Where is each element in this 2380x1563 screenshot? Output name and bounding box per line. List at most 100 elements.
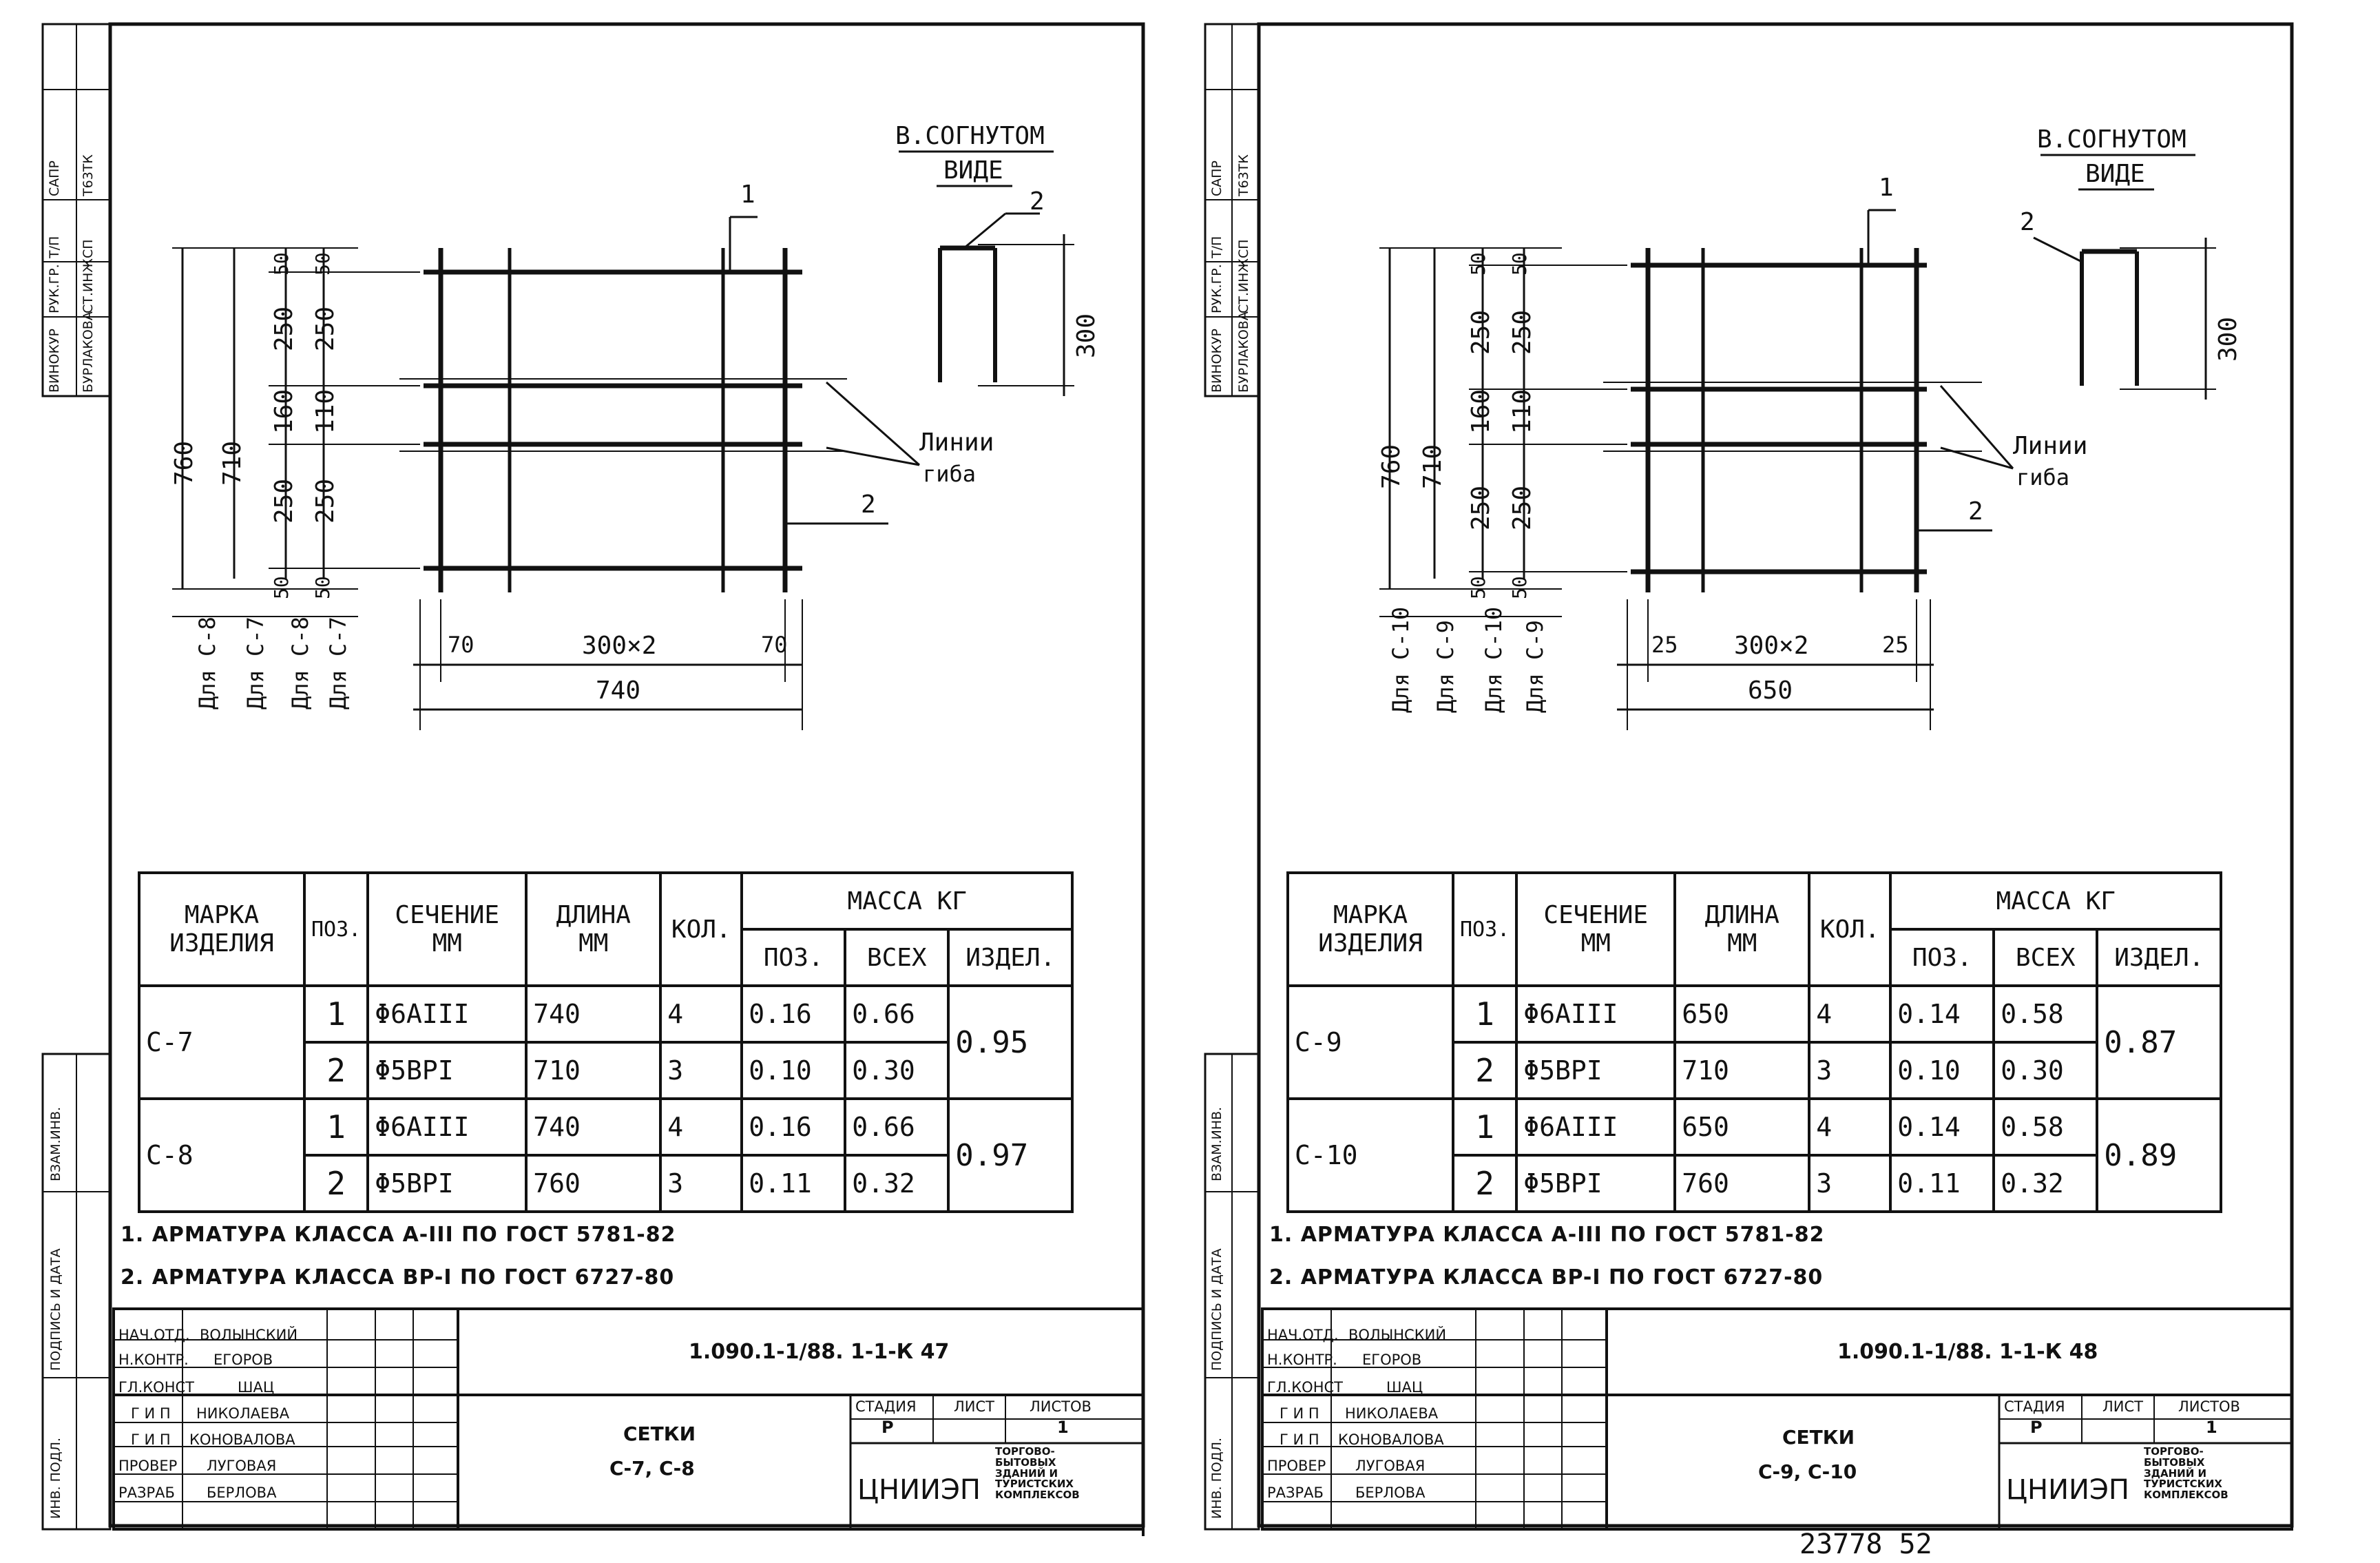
- dimension-label: 250: [1508, 309, 1536, 355]
- qty-cell: 4: [1808, 1097, 1892, 1157]
- header-mass: МАССА КГ: [740, 871, 1074, 931]
- tb-role: РАЗРАБ: [1267, 1484, 1324, 1501]
- side-label: СП: [81, 239, 96, 258]
- length-cell: 760: [525, 1154, 662, 1213]
- table-row: 2 Φ5BPI 760 3 0.11 0.32: [1288, 1154, 2221, 1213]
- section-cell: Φ6AIII: [366, 984, 528, 1044]
- side-label: СТ.ИНЖ: [1236, 258, 1251, 313]
- drawing-sheet-2: САПР Т63ТК Т/П СП РУК.ГР. СТ.ИНЖ ВИНОКУР…: [1190, 0, 2380, 1563]
- dimension-label: 710: [1419, 444, 1447, 489]
- tb-name: ЕГОРОВ: [1362, 1352, 1422, 1368]
- position-label: 2: [2020, 208, 2035, 236]
- for-mark-label: Для С-7: [242, 617, 269, 710]
- dimension-label: 760: [170, 440, 198, 486]
- note-2: 2. АРМАТУРА КЛАССА BP-I ПО ГОСТ 6727-80: [1269, 1265, 1824, 1290]
- dimension-label: 250: [270, 306, 298, 351]
- tb-sheet-header: ЛИСТ: [954, 1398, 994, 1415]
- tb-stage: Р: [881, 1418, 894, 1437]
- tb-role: НАЧ.ОТД.: [1267, 1327, 1339, 1343]
- header-mass-pos: ПОЗ.: [740, 928, 847, 987]
- tb-name: НИКОЛАЕВА: [1345, 1405, 1439, 1422]
- tb-name: ШАЦ: [238, 1379, 275, 1396]
- dimension-label: 70: [761, 632, 788, 658]
- tb-role: Г И П: [131, 1405, 171, 1422]
- mass-product-cell: 0.95: [947, 984, 1074, 1100]
- mass-all-cell: 0.66: [844, 984, 950, 1044]
- for-mark-label: Для С-8: [287, 617, 313, 710]
- mass-all-cell: 0.32: [844, 1154, 950, 1213]
- dimension-label: 300: [1072, 313, 1100, 358]
- position-label: 2: [861, 490, 876, 519]
- for-mark-label: Для С-9: [1432, 620, 1459, 713]
- dimension-label: 760: [1377, 444, 1406, 489]
- document-code: 1.090.1-1/88. 1-1-К 48: [1837, 1340, 2098, 1364]
- tb-name: ЛУГОВАЯ: [207, 1458, 277, 1474]
- archive-number: 23778 52: [1799, 1529, 1932, 1560]
- tb-role: НАЧ.ОТД.: [118, 1327, 190, 1343]
- side-label: Т63ТК: [1236, 154, 1251, 196]
- tb-role: ПРОВЕР: [1267, 1458, 1326, 1474]
- dimension-label: 50: [1467, 576, 1490, 599]
- tb-stage-header: СТАДИЯ: [855, 1398, 917, 1415]
- dimension-label: 50: [1508, 252, 1531, 276]
- qty-cell: 4: [659, 984, 744, 1044]
- dimension-label: 50: [1467, 252, 1490, 276]
- document-code: 1.090.1-1/88. 1-1-К 47: [689, 1340, 950, 1364]
- dimension-label: 160: [1467, 389, 1495, 434]
- dimension-label: 50: [270, 576, 293, 599]
- pos-cell: 2: [302, 1041, 370, 1100]
- mass-all-cell: 0.66: [844, 1097, 950, 1157]
- side-label: ПОДПИСЬ И ДАТА: [48, 1248, 63, 1371]
- tb-role: РАЗРАБ: [118, 1484, 175, 1501]
- qty-cell: 4: [1808, 984, 1892, 1044]
- mark-cell: С-7: [138, 984, 306, 1100]
- section-cell: Φ6AIII: [366, 1097, 528, 1157]
- mass-pos-cell: 0.11: [740, 1154, 847, 1213]
- pos-cell: 2: [302, 1154, 370, 1213]
- organization-description: ТОРГОВО- БЫТОВЫХ ЗДАНИЙ И ТУРИСТСКИХ КОМ…: [2144, 1445, 2228, 1501]
- mark-cell: С-8: [138, 1097, 306, 1213]
- side-label: Т/П: [1209, 236, 1224, 258]
- dimension-label: 250: [270, 478, 298, 524]
- header-mass-product: ИЗДЕЛ.: [947, 928, 1074, 987]
- dimension-label: 50: [270, 252, 293, 276]
- dimension-label: 300: [2214, 316, 2242, 362]
- side-label: САПР: [1209, 160, 1224, 196]
- pos-cell: 2: [1451, 1041, 1518, 1100]
- position-label: 2: [1030, 187, 1045, 216]
- tb-role: Г И П: [1280, 1431, 1319, 1448]
- side-label: ВЗАМ.ИНВ.: [1209, 1106, 1224, 1181]
- mass-pos-cell: 0.10: [740, 1041, 847, 1100]
- mass-product-cell: 0.89: [2096, 1097, 2223, 1213]
- dimension-label: 250: [1467, 485, 1495, 530]
- mass-pos-cell: 0.14: [1889, 984, 1996, 1044]
- section-cell: Φ5BPI: [1515, 1154, 1677, 1213]
- length-cell: 650: [1673, 984, 1811, 1044]
- length-cell: 650: [1673, 1097, 1811, 1157]
- mass-product-cell: 0.97: [947, 1097, 1074, 1213]
- side-label: Т/П: [47, 236, 62, 258]
- header-mass-product: ИЗДЕЛ.: [2096, 928, 2223, 987]
- tb-role: ГЛ.КОНСТ: [118, 1379, 194, 1396]
- header-pos: ПОЗ.: [302, 871, 370, 987]
- header-mass: МАССА КГ: [1889, 871, 2223, 931]
- bend-lines-label: гиба: [2016, 464, 2070, 490]
- dimension-label: 250: [1508, 485, 1536, 530]
- tb-sheet: 1: [2206, 1418, 2217, 1437]
- mass-pos-cell: 0.16: [740, 984, 847, 1044]
- section-cell: Φ6AIII: [1515, 1097, 1677, 1157]
- tb-name: ЛУГОВАЯ: [1355, 1458, 1426, 1474]
- tb-role: Г И П: [1280, 1405, 1319, 1422]
- table-row: 2 Φ5BPI 710 3 0.10 0.30: [1288, 1041, 2221, 1100]
- mass-pos-cell: 0.11: [1889, 1154, 1996, 1213]
- tb-sheets-header: ЛИСТОВ: [2178, 1398, 2240, 1415]
- side-label: ИНВ. ПОДЛ.: [48, 1437, 63, 1519]
- pos-cell: 1: [302, 1097, 370, 1157]
- table-row: 2 Φ5BPI 760 3 0.11 0.32: [139, 1154, 1072, 1213]
- mass-pos-cell: 0.14: [1889, 1097, 1996, 1157]
- mass-pos-cell: 0.10: [1889, 1041, 1996, 1100]
